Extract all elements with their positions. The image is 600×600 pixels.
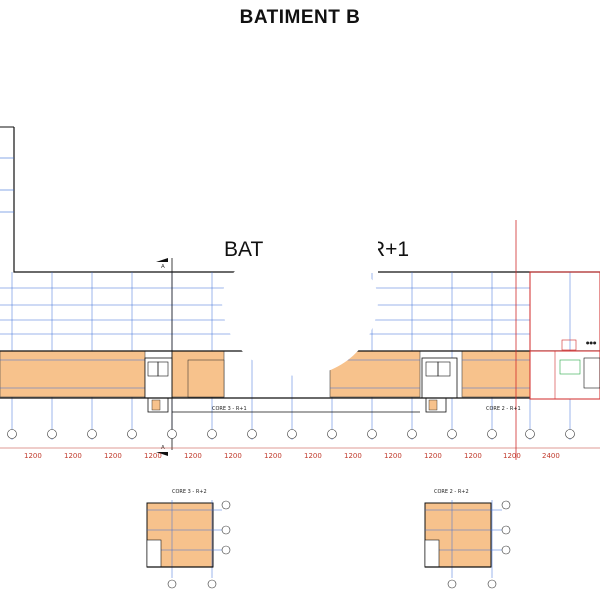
dimension-label: 1200: [424, 452, 442, 460]
detail-axis-bubble: [501, 500, 511, 510]
detail-core-3: CORE 3 - R+2: [146, 489, 222, 578]
axis-bubble: [207, 429, 217, 439]
detail-axis-bubble: [221, 545, 231, 555]
axis-bubble: [47, 429, 57, 439]
dimension-label: 1200: [24, 452, 42, 460]
dimension-label: 1200: [144, 452, 162, 460]
axis-bubble: [367, 429, 377, 439]
axis-bubble: [7, 429, 17, 439]
upper-outline: [0, 126, 600, 273]
axis-bubble: [525, 429, 535, 439]
detail-core-2: CORE 2 - R+2: [424, 489, 502, 578]
core-2-plan: [421, 357, 458, 413]
red-zone: ●●●: [515, 220, 600, 460]
axis-bubble: [447, 429, 457, 439]
dimension-label: 1200: [224, 452, 242, 460]
detail-axis-bubble: [501, 525, 511, 535]
core-3-r1-label: CORE 3 - R+1: [212, 406, 247, 412]
detail-axis-bubble: [447, 579, 457, 589]
axis-bubble: [167, 429, 177, 439]
axis-bubble: [127, 429, 137, 439]
dimension-label: 1200: [184, 452, 202, 460]
detail-axis-bubble: [167, 579, 177, 589]
level-title-left: BAT: [224, 238, 264, 261]
core-3-r2-label: CORE 3 - R+2: [172, 489, 207, 495]
axis-bubble: [87, 429, 97, 439]
axis-bubble: [487, 429, 497, 439]
detail-axis-bubble: [207, 579, 217, 589]
dimension-labels: 1200 1200 1200 1200 1200 1200 1200 1200 1200 1200…: [24, 452, 560, 460]
slab-band: [0, 350, 531, 398]
detail-axis-bubbles: [167, 500, 511, 589]
detail-axis-bubble: [487, 579, 497, 589]
dimension-label: 1200: [464, 452, 482, 460]
dimension-label: 1200: [384, 452, 402, 460]
axis-bubble: [407, 429, 417, 439]
core-2-r2-label: CORE 2 - R+2: [434, 489, 469, 495]
dimension-label: 1200: [344, 452, 362, 460]
svg-text:●●●: ●●●: [586, 340, 597, 345]
dimension-label: 1200: [104, 452, 122, 460]
grid-axis-bubbles: [7, 429, 575, 439]
axis-bubble: [565, 429, 575, 439]
axis-bubble: [287, 429, 297, 439]
dimension-label: 1200: [64, 452, 82, 460]
occlusion-blob: [222, 235, 378, 376]
dimension-label: 1200: [503, 452, 521, 460]
core-2-r1-label: CORE 2 - R+1: [486, 406, 521, 412]
dimension-label: 1200: [264, 452, 282, 460]
axis-bubble: [247, 429, 257, 439]
detail-axis-bubble: [221, 500, 231, 510]
detail-axis-bubble: [501, 545, 511, 555]
dimension-label: 1200: [304, 452, 322, 460]
detail-axis-bubble: [221, 525, 231, 535]
section-a-label-top: A: [161, 264, 165, 270]
axis-bubble: [327, 429, 337, 439]
level-title-right: R+1: [370, 238, 410, 261]
dimension-label: 2400: [542, 452, 560, 460]
drawing-title: BATIMENT B: [239, 7, 361, 28]
core-3-plan: [144, 357, 173, 413]
